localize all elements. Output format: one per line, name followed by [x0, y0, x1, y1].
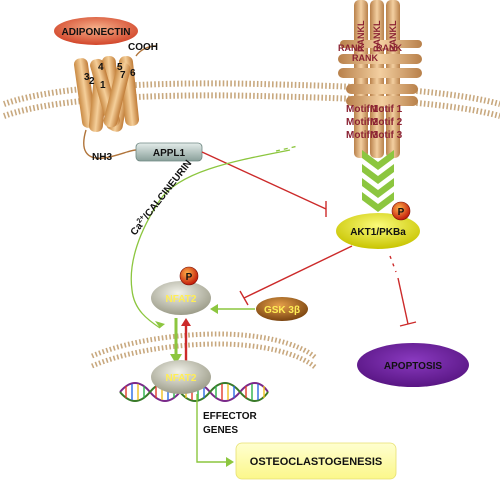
akt1-pkba-node — [336, 213, 420, 249]
nfat-phospho-label: P — [186, 272, 193, 283]
rankl-label-3: RANKL — [388, 20, 398, 52]
adiponectin-label: ADIPONECTIN — [62, 27, 131, 38]
akt-phospho-badge — [391, 201, 411, 221]
helix-number-3: 3 — [84, 72, 90, 83]
rank-labels: RANK RANK RANK — [338, 43, 402, 63]
motif-labels: Motif 1 Motif 1 Motif 2 Motif 2 Motif 3 … — [346, 104, 403, 141]
calcineurin-label: Ca2+/CALCINEURIN — [128, 158, 194, 238]
rankl-label-2: RANKL — [372, 20, 382, 52]
rankl-labels: RANKL RANKL RANKL — [356, 20, 398, 52]
gsk3b-label: GSK 3β — [264, 305, 300, 316]
motif-1-label-a: Motif 1 — [346, 104, 379, 115]
helix-number-1: 1 — [100, 80, 106, 91]
akt-to-gsk-inhibition — [239, 245, 353, 306]
rankl-label-1: RANKL — [356, 20, 366, 52]
effector-genes-arrow — [196, 394, 234, 467]
gsk-to-nfat-arrow — [210, 304, 255, 314]
rank-label-3: RANK — [352, 53, 378, 63]
appl1-label: APPL1 — [153, 148, 186, 159]
helix-numbers: 4 5 3 2 1 7 6 — [84, 62, 136, 91]
apoptosis-node — [357, 343, 469, 387]
adiponectin-ligand — [54, 17, 138, 45]
helix-number-6: 6 — [130, 68, 136, 79]
adiponectin-receptor — [73, 45, 157, 159]
akt-to-apoptosis-inhibition — [389, 255, 417, 327]
osteoclastogenesis-label: OSTEOCLASTOGENESIS — [250, 456, 382, 468]
helix-number-2: 2 — [89, 76, 95, 87]
effector-label: EFFECTOR — [203, 411, 257, 422]
nfat-phospho-badge — [179, 266, 199, 286]
helix-number-7: 7 — [120, 70, 126, 81]
genes-label: GENES — [203, 425, 238, 436]
rank-receptor — [338, 0, 422, 158]
helix-number-4: 4 — [98, 62, 104, 73]
motif-2-label-a: Motif 2 — [346, 117, 379, 128]
nh3-label: NH3 — [92, 152, 112, 163]
apoptosis-label: APOPTOSIS — [384, 361, 442, 372]
rank-label-1: RANK — [338, 43, 364, 53]
motif-2-label-b: Motif 2 — [370, 117, 403, 128]
calcineurin-pathway — [130, 145, 299, 329]
helix-number-5: 5 — [117, 62, 123, 73]
motif-3-label-b: Motif 3 — [370, 130, 403, 141]
nuclear-membrane — [91, 331, 318, 370]
akt-phospho-label: P — [398, 207, 405, 218]
nfat2-nucleus-node — [151, 360, 211, 394]
motif-3-label-a: Motif 3 — [346, 130, 379, 141]
osteoclastogenesis-box — [235, 442, 397, 480]
motif-1-label-b: Motif 1 — [370, 104, 403, 115]
akt1-pkba-label: AKT1/PKBa — [350, 227, 406, 238]
nfat2-cytoplasm-label: NFAT2 — [166, 294, 197, 305]
nfat2-cytoplasm-node — [151, 281, 211, 315]
nfat2-nucleus-label: NFAT2 — [166, 373, 197, 384]
cooh-label: COOH — [128, 42, 158, 53]
appl1-inhibition-line — [201, 151, 327, 217]
rank-label-2: RANK — [376, 43, 402, 53]
nfat-translocation-arrows — [170, 318, 191, 364]
gsk3b-node — [256, 297, 308, 321]
rank-to-akt-chevrons — [362, 150, 394, 212]
